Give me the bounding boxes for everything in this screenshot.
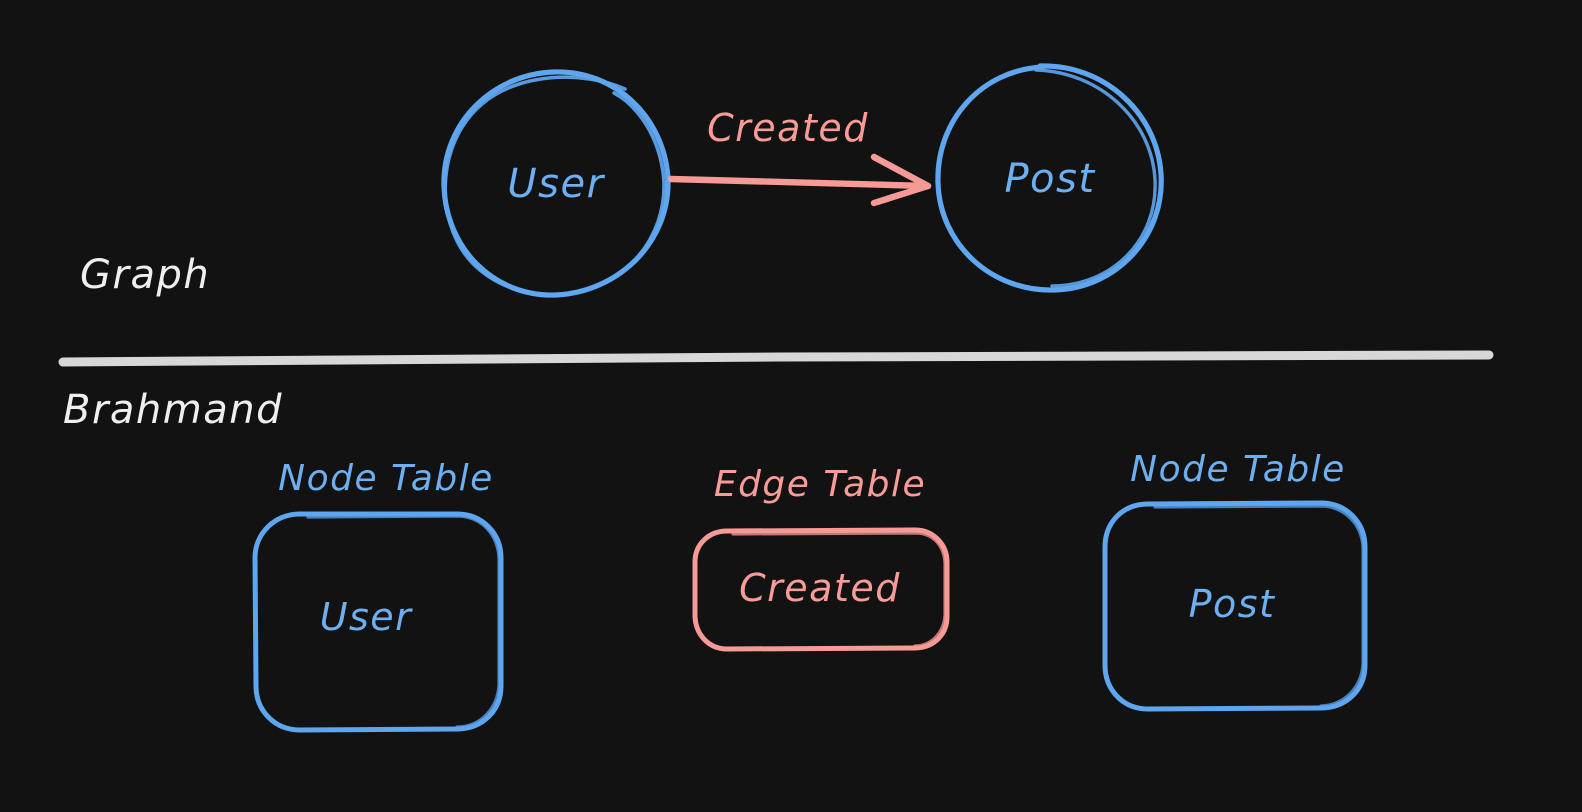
graph-edge-created[interactable]: Created xyxy=(667,106,932,207)
user-table-label: User xyxy=(320,595,413,639)
graph-section-label: Graph xyxy=(80,252,210,298)
graph-node-post[interactable]: Post xyxy=(935,63,1164,293)
created-edge-label: Created xyxy=(707,106,869,150)
brahmand-section-label: Brahmand xyxy=(63,387,283,433)
post-table-box-second xyxy=(1153,504,1365,708)
post-table-label: Post xyxy=(1189,582,1276,626)
brahmand-table-created[interactable]: Edge Table Created xyxy=(692,464,950,652)
user-table-box-second xyxy=(306,514,501,729)
graph-node-user[interactable]: User xyxy=(441,69,671,298)
section-divider xyxy=(58,350,1494,367)
user-table-caption: Node Table xyxy=(278,458,494,499)
brahmand-table-post[interactable]: Node Table Post xyxy=(1102,449,1368,712)
created-table-label: Created xyxy=(739,566,901,610)
created-table-box-second xyxy=(731,531,947,648)
brahmand-table-user[interactable]: Node Table User xyxy=(252,458,504,733)
post-circle-outline xyxy=(935,63,1164,293)
post-circle-outline-second xyxy=(1034,68,1157,288)
user-table-box xyxy=(252,511,504,733)
created-edge-line xyxy=(667,175,932,190)
user-node-label: User xyxy=(507,161,605,207)
post-node-label: Post xyxy=(1004,156,1095,202)
user-circle-outline-second xyxy=(443,75,666,297)
created-table-box xyxy=(692,527,950,652)
post-table-box xyxy=(1102,500,1368,712)
arrow-right-icon xyxy=(870,153,932,207)
created-table-caption: Edge Table xyxy=(714,464,926,505)
post-table-caption: Node Table xyxy=(1130,449,1346,490)
